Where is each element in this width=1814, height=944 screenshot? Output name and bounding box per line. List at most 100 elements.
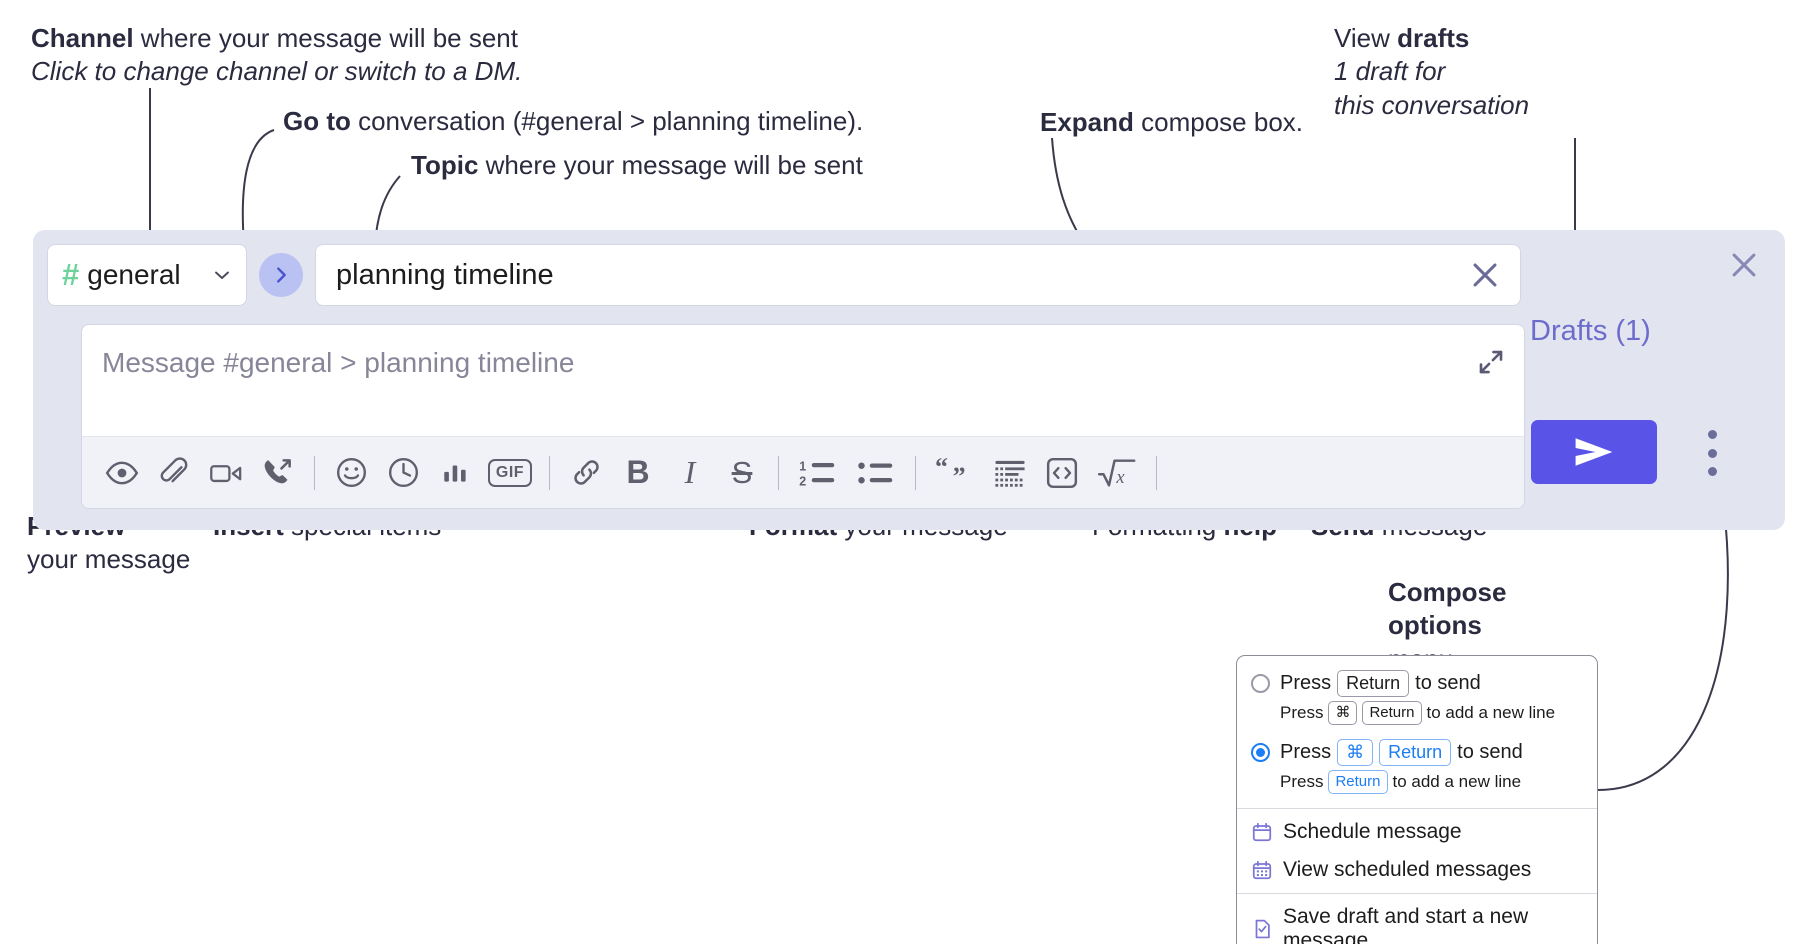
kebab-dot xyxy=(1707,430,1717,439)
menu-item-label: View scheduled messages xyxy=(1283,857,1532,881)
save-draft-icon xyxy=(1251,918,1273,940)
send-button[interactable] xyxy=(1531,420,1657,484)
go-to-conversation-button[interactable] xyxy=(259,253,303,297)
key-return: Return xyxy=(1362,701,1422,725)
send-option-return[interactable]: Press Return to send xyxy=(1237,666,1597,698)
annotation-goto: Go to conversation (#general > planning … xyxy=(283,105,863,138)
annotation-compose-options-l2: options xyxy=(1388,610,1482,641)
compose-widget: # general planning timeline xyxy=(33,230,1785,530)
annotation-expand: Expand compose box. xyxy=(1040,106,1303,139)
channel-selector[interactable]: # general xyxy=(47,244,247,306)
menu-item-schedule-message[interactable]: Schedule message xyxy=(1237,813,1597,851)
toolbar-separator xyxy=(1156,455,1157,490)
bulleted-list-icon[interactable] xyxy=(847,447,905,499)
send-icon xyxy=(1575,438,1613,466)
topic-value: planning timeline xyxy=(336,258,554,291)
annotation-drafts-normal: View xyxy=(1334,23,1398,53)
link-icon[interactable] xyxy=(560,447,612,499)
blockquote-icon[interactable]: “ ” xyxy=(926,447,984,499)
send-option-return-sub: Press ⌘ Return to add a new line xyxy=(1237,697,1597,735)
annotation-drafts-italic1: 1 draft for xyxy=(1334,56,1446,87)
italic-icon[interactable]: I xyxy=(664,447,716,499)
annotation-channel-italic: Click to change channel or switch to a D… xyxy=(31,56,523,87)
annotation-channel: Channel where your message will be sent … xyxy=(31,22,522,89)
compose-header-row: # general planning timeline xyxy=(47,244,1521,306)
svg-text:“: “ xyxy=(935,458,948,481)
clock-icon[interactable] xyxy=(377,447,429,499)
menu-item-save-draft[interactable]: Save draft and start a new message xyxy=(1237,898,1597,944)
annotation-channel-bold: Channel xyxy=(31,23,134,53)
kebab-dot xyxy=(1707,448,1717,458)
menu-divider xyxy=(1237,807,1597,809)
strikethrough-label: S xyxy=(731,454,753,490)
hash-icon: # xyxy=(62,256,80,292)
ordered-list-icon[interactable]: 1 2 xyxy=(789,447,847,499)
formatting-toolbar: GIF B I S xyxy=(82,436,1524,508)
send-option-return-text: Press Return to send xyxy=(1280,670,1481,698)
chevron-down-icon xyxy=(212,265,232,285)
option-suffix: to send xyxy=(1457,741,1523,764)
sub-suffix: to add a new line xyxy=(1426,703,1556,723)
menu-divider xyxy=(1237,892,1597,894)
option-prefix: Press xyxy=(1280,672,1332,695)
menu-item-view-scheduled[interactable]: View scheduled messages xyxy=(1237,851,1597,889)
sub-prefix: Press xyxy=(1280,703,1324,723)
option-prefix: Press xyxy=(1280,741,1332,764)
svg-text:”: ” xyxy=(953,461,966,487)
video-icon[interactable] xyxy=(200,447,252,499)
drafts-link[interactable]: Drafts (1) xyxy=(1530,315,1651,347)
option-suffix: to send xyxy=(1415,672,1481,695)
audio-call-icon[interactable] xyxy=(252,447,304,499)
help-icon[interactable] xyxy=(1167,447,1219,499)
inline-code-icon[interactable] xyxy=(1036,447,1088,499)
italic-label: I xyxy=(684,454,696,490)
strikethrough-icon[interactable]: S xyxy=(716,447,768,499)
close-icon[interactable] xyxy=(1727,248,1761,282)
clear-topic-icon[interactable] xyxy=(1468,258,1502,292)
key-return: Return xyxy=(1337,670,1410,698)
send-option-cmd-return-text: Press ⌘ Return to send xyxy=(1280,738,1523,767)
annotation-goto-bold: Go to xyxy=(283,106,351,136)
annotation-preview-line2: your message xyxy=(27,544,191,575)
annotation-drafts-bold: drafts xyxy=(1397,23,1470,53)
attachment-icon[interactable] xyxy=(148,447,200,499)
annotation-channel-rest: where your message will be sent xyxy=(133,23,518,53)
compose-options-menu-button[interactable] xyxy=(1700,430,1724,476)
compose-options-dropdown: Press Return to send Press ⌘ Return to a… xyxy=(1236,655,1598,944)
annotation-topic-rest: where your message will be sent xyxy=(478,150,863,180)
key-command: ⌘ xyxy=(1337,738,1374,767)
toolbar-separator xyxy=(778,455,779,490)
svg-text:1: 1 xyxy=(799,459,806,473)
code-block-icon[interactable] xyxy=(984,447,1036,499)
message-input-box[interactable]: Message #general > planning timeline xyxy=(81,324,1525,509)
send-option-cmd-return-sub: Press Return to add a new line xyxy=(1237,766,1597,804)
channel-name-label: general xyxy=(87,259,181,290)
toolbar-separator xyxy=(314,455,315,490)
annotation-topic: Topic where your message will be sent xyxy=(411,149,863,182)
annotation-drafts: View drafts 1 draft for this conversatio… xyxy=(1334,22,1529,122)
annotation-goto-rest: conversation (#general > planning timeli… xyxy=(350,106,864,136)
annotation-drafts-italic2: this conversation xyxy=(1334,89,1530,120)
topic-input[interactable]: planning timeline xyxy=(315,244,1521,306)
annotation-compose-options-l1: Compose xyxy=(1388,577,1507,607)
preview-icon[interactable] xyxy=(96,447,148,499)
poll-icon[interactable] xyxy=(429,447,481,499)
bold-icon[interactable]: B xyxy=(612,447,664,499)
send-option-cmd-return[interactable]: Press ⌘ Return to send xyxy=(1237,735,1597,767)
annotation-topic-bold: Topic xyxy=(411,150,479,180)
toolbar-separator xyxy=(549,455,550,490)
message-placeholder: Message #general > planning timeline xyxy=(102,347,575,378)
annotation-expand-bold: Expand xyxy=(1040,107,1134,137)
expand-icon[interactable] xyxy=(1476,347,1506,377)
gif-icon[interactable]: GIF xyxy=(481,447,539,499)
radio-cmd-return[interactable] xyxy=(1251,742,1270,762)
emoji-icon[interactable] xyxy=(325,447,377,499)
bold-label: B xyxy=(626,454,650,490)
gif-label: GIF xyxy=(487,458,533,487)
compose-main-area: # general planning timeline xyxy=(33,230,1540,530)
math-icon[interactable]: x xyxy=(1088,447,1146,499)
menu-item-label: Save draft and start a new message xyxy=(1283,904,1529,944)
radio-return[interactable] xyxy=(1251,674,1270,693)
key-return: Return xyxy=(1379,738,1452,767)
svg-text:x: x xyxy=(1115,466,1125,486)
